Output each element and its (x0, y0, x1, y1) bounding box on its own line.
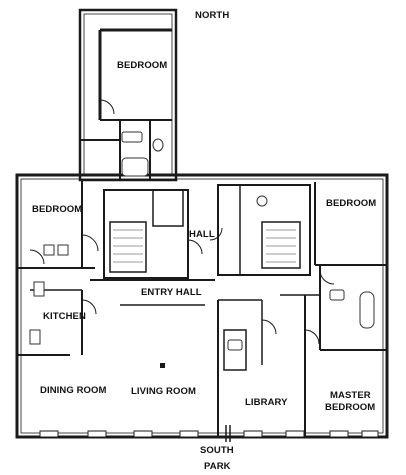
room-label-hall: HALL (189, 229, 215, 240)
main-walls (15, 173, 389, 439)
room-label-master-bedroom-line1: MASTER (330, 390, 371, 401)
street-label: PARK (204, 461, 231, 472)
room-label-entry-hall: ENTRY HALL (141, 287, 202, 298)
room-label-north-bedroom: BEDROOM (117, 60, 168, 71)
south-entry-door (225, 425, 231, 442)
room-label-west-bedroom: BEDROOM (32, 204, 83, 215)
room-label-master-bedroom-line2: BEDROOM (325, 402, 376, 413)
column (160, 363, 165, 368)
room-label-east-bedroom: BEDROOM (326, 198, 377, 209)
compass-north: NORTH (195, 10, 230, 21)
north-wing-walls (78, 8, 178, 182)
room-label-dining-room: DINING ROOM (40, 385, 107, 396)
door-swings (29, 99, 335, 345)
bath-fixtures (29, 131, 375, 351)
compass-south: SOUTH (200, 445, 234, 456)
room-label-kitchen: KITCHEN (43, 311, 86, 322)
room-label-living-room: LIVING ROOM (131, 386, 196, 397)
stair-treads (113, 229, 296, 263)
room-label-library: LIBRARY (245, 397, 288, 408)
south-windows (39, 430, 379, 438)
